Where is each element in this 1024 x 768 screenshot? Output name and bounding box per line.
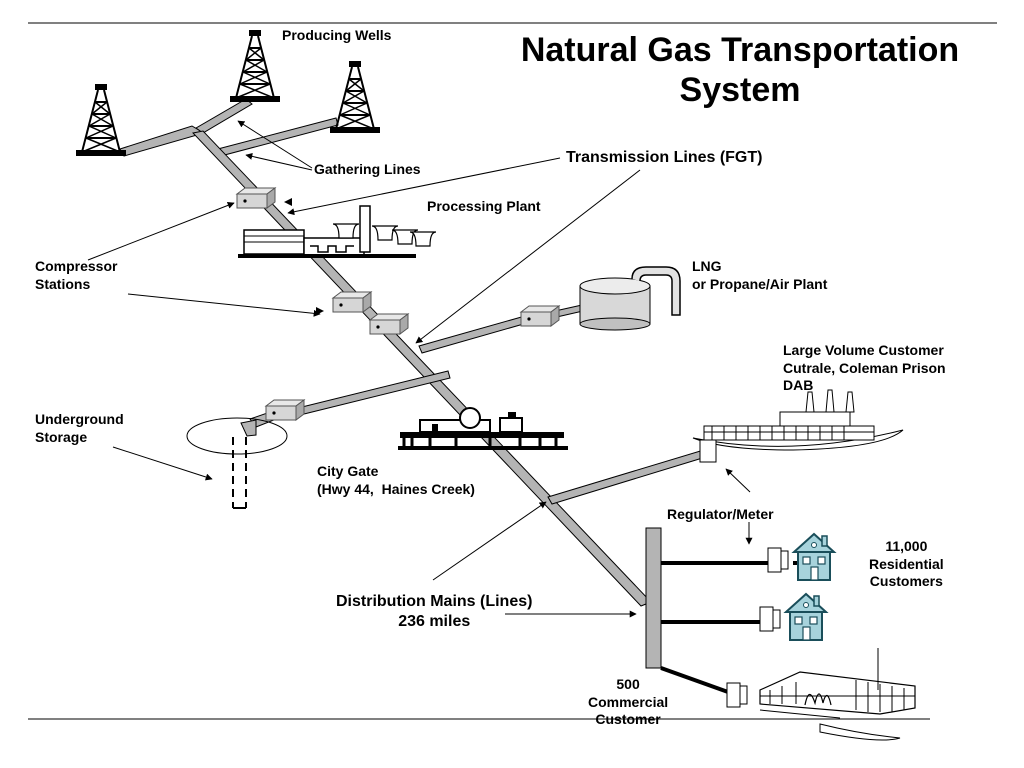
producing-well-left — [75, 83, 127, 157]
compressor-station-2 — [332, 291, 372, 313]
label-processing-plant: Processing Plant — [427, 198, 541, 214]
label-large-volume-customer: Large Volume Customer Cutrale, Coleman P… — [783, 342, 946, 393]
commercial-building-icon — [759, 648, 916, 741]
compressor-valve-1 — [284, 198, 292, 206]
residential-house-1 — [793, 533, 835, 581]
city-gate-icon — [398, 407, 568, 450]
arrow-storage — [112, 446, 213, 481]
service-lines — [660, 561, 770, 694]
callout-arrows — [87, 120, 753, 618]
compressor-station-4 — [520, 305, 560, 327]
regulator-meter-commercial — [726, 682, 748, 708]
compressor-station-3 — [369, 313, 409, 335]
gathering-lines — [119, 98, 339, 158]
label-producing-wells: Producing Wells — [282, 27, 392, 43]
underground-storage-icon — [186, 417, 288, 509]
producing-well-center — [229, 29, 281, 103]
arrow-distribution-1 — [432, 501, 547, 581]
label-underground-storage: Underground Storage — [35, 411, 124, 445]
processing-plant-icon — [238, 205, 437, 258]
label-gathering-lines: Gathering Lines — [314, 161, 421, 177]
slide-title: Natural Gas Transportation System — [520, 31, 960, 109]
compressor-station-1 — [236, 187, 276, 209]
label-compressor-stations: Compressor Stations — [35, 258, 118, 292]
branch-lines — [240, 304, 710, 505]
arrow-gathering-1 — [237, 120, 313, 169]
arrow-processing — [287, 157, 561, 216]
label-city-gate: City Gate (Hwy 44, Haines Creek) — [317, 463, 475, 497]
label-lng-plant: LNG or Propane/Air Plant — [692, 258, 828, 292]
label-distribution-mains: Distribution Mains (Lines) 236 miles — [336, 593, 533, 630]
regulator-meter-residential-2 — [759, 606, 781, 632]
label-commercial-customer: 500 Commercial Customer — [588, 676, 669, 727]
producing-well-right — [329, 60, 381, 134]
arrow-compressor-1 — [87, 202, 235, 261]
label-transmission-lines: Transmission Lines (FGT) — [566, 149, 763, 166]
arrow-gathering-2 — [245, 152, 313, 171]
label-regulator-meter: Regulator/Meter — [667, 506, 774, 522]
residential-house-2 — [785, 593, 827, 641]
arrow-transmission — [415, 169, 641, 344]
distribution-header — [645, 527, 662, 669]
regulator-meter-residential-1 — [767, 547, 789, 573]
large-volume-customer-icon — [692, 389, 904, 463]
compressor-station-5 — [265, 399, 305, 421]
label-residential-customers: 11,000 Residential Customers — [869, 538, 944, 589]
arrow-compressor-2 — [127, 293, 321, 317]
lng-plant-icon — [579, 266, 681, 331]
arrow-regulator-1 — [725, 468, 751, 493]
